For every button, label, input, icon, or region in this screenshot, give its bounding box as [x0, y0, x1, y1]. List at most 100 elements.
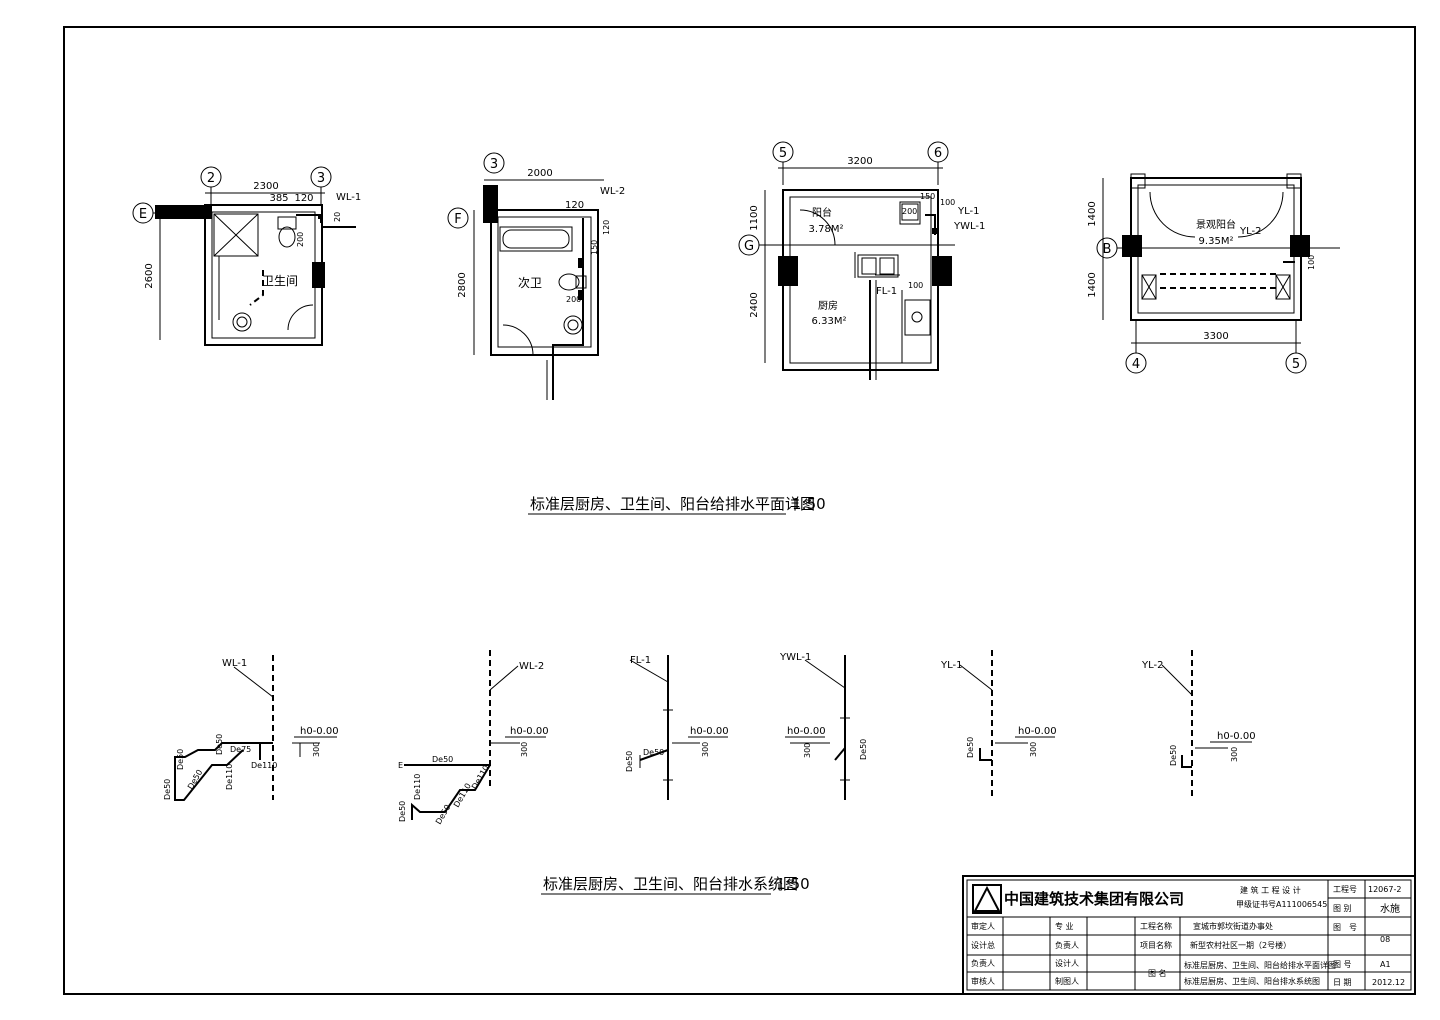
area-balcony: 3.78M² [809, 224, 844, 235]
axis-label-6: 6 [934, 146, 942, 161]
drop-yl-1: 300 [1029, 742, 1038, 757]
discipline: 水施 [1380, 902, 1400, 915]
dim-3200: 3200 [847, 156, 872, 167]
de50-d-wl-1: De50 [215, 734, 224, 755]
dim-2000: 2000 [527, 168, 552, 179]
de50-b-wl-1: De50 [163, 779, 172, 800]
elev-wl-2: h0-0.00 [510, 726, 549, 737]
de110-c-wl-2: De110 [470, 764, 491, 791]
de50-yl-1: De50 [966, 737, 975, 758]
dim-1400b: 1400 [1087, 272, 1098, 297]
axis-label-g: G [744, 239, 754, 254]
sheet-border [63, 26, 1416, 995]
riser-fl-1: FL-1 [876, 286, 897, 297]
room-bathroom: 卫生间 [262, 274, 298, 288]
system-yl-1: YL-1 h0-0.00 300 De50 [940, 650, 1057, 800]
dim-2800: 2800 [457, 272, 468, 297]
responsible-label: 负责人 [971, 958, 995, 968]
title-block: 中国建筑技术集团有限公司 建 筑 工 程 设 计 甲级证书号A111006545… [962, 875, 1416, 995]
dim-150c: 150 [920, 192, 935, 201]
de50-b-wl-2: De50 [398, 801, 407, 822]
de50-ywl-1: De50 [859, 739, 868, 760]
drawing-name-2: 标准层厨房、卫生间、阳台排水系统图 [1184, 976, 1320, 986]
sheet-no-label: 图 号 [1333, 923, 1357, 932]
de50-a-wl-1: De50 [176, 749, 185, 770]
de50-a-wl-2: De50 [432, 755, 453, 764]
design-qual-1: 建 筑 工 程 设 计 [1240, 885, 1301, 895]
de110-b-wl-1: De110 [251, 761, 277, 770]
major-label: 专 业 [1055, 921, 1074, 931]
dim-3300: 3300 [1203, 331, 1228, 342]
riser-yl-2: YL-2 [1239, 226, 1261, 237]
system-ywl-1: YWL-1 h0-0.00 300 De50 [779, 652, 868, 800]
approved-label: 审定人 [971, 921, 995, 931]
drop-wl-1: 300 [312, 742, 321, 757]
de50-c-wl-2: De50 [434, 803, 452, 826]
label-fl-1: FL-1 [630, 655, 651, 666]
riser-yl-1: YL-1 [957, 206, 979, 217]
lead-label: 负责人 [1055, 940, 1079, 950]
date-label: 日 期 [1333, 978, 1352, 987]
item-name-label: 项目名称 [1140, 940, 1172, 950]
dim-120: 120 [294, 193, 313, 204]
de110-a-wl-2: De110 [413, 774, 422, 800]
drafter-label: 制图人 [1055, 976, 1079, 986]
elev-wl-1: h0-0.00 [300, 726, 339, 737]
label-ywl-1: YWL-1 [779, 652, 811, 663]
reviewed-label: 审核人 [971, 976, 995, 986]
label-wl-1: WL-1 [222, 658, 247, 669]
dim-120a: 120 [565, 200, 584, 211]
dim-2400: 2400 [749, 292, 760, 317]
plan-title: 标准层厨房、卫生间、阳台给排水平面详图 [530, 495, 815, 513]
plan-scale: 1:50 [792, 495, 826, 513]
riser-ywl-1: YWL-1 [953, 221, 985, 232]
label-yl-1: YL-1 [940, 660, 962, 671]
plan-bathroom-2: 3 F 2000 WL-2 120 150 120 200 次卫 2800 [447, 152, 625, 400]
dim-100e: 100 [1307, 255, 1316, 270]
size: A1 [1380, 960, 1391, 969]
label-wl-2: WL-2 [519, 661, 544, 672]
system-wl-2: WL-2 E h0-0.00 300 De50 De110 De50 De50 … [398, 650, 549, 826]
project-name: 宣城市郭坎街道办事处 [1193, 921, 1273, 931]
dim-1100: 1100 [749, 205, 760, 230]
dim-385: 385 [269, 193, 288, 204]
size-label: 图 号 [1333, 960, 1352, 969]
dim-120b: 120 [602, 220, 611, 235]
drop-fl-1: 300 [701, 742, 710, 757]
axis-label-5b: 5 [1292, 357, 1300, 372]
dim-200c: 200 [902, 207, 917, 216]
checked-label: 设计总 [971, 940, 995, 950]
dim-200: 200 [296, 232, 305, 247]
dim-2600: 2600 [144, 263, 155, 288]
drop-ywl-1: 300 [803, 743, 812, 758]
room-second-bath: 次卫 [518, 276, 542, 290]
drawing-name-label: 图 名 [1148, 968, 1167, 978]
de75-wl-1: De75 [230, 745, 251, 754]
dim-200b: 200 [566, 295, 581, 304]
elev-yl-2: h0-0.00 [1217, 731, 1256, 742]
design-qual-2: 甲级证书号A111006545 [1236, 899, 1327, 909]
de50-b-fl-1: De50 [643, 748, 664, 757]
elev-fl-1: h0-0.00 [690, 726, 729, 737]
room-kitchen: 厨房 [818, 299, 838, 312]
system-yl-2: YL-2 h0-0.00 300 De50 [1141, 650, 1256, 800]
label-yl-2: YL-2 [1141, 660, 1163, 671]
sheet-no: 08 [1380, 935, 1390, 944]
dim-20: 20 [333, 212, 342, 222]
plan-kitchen-balcony: 5 6 G 3200 YL-1 YWL- [738, 141, 985, 380]
axis-label-3b: 3 [490, 157, 498, 172]
room-landscape-balcony: 景观阳台 [1196, 218, 1236, 231]
room-balcony: 阳台 [812, 206, 832, 219]
project-no-label: 工程号 [1333, 885, 1357, 894]
drop-yl-2: 300 [1230, 747, 1239, 762]
company-name: 中国建筑技术集团有限公司 [1004, 890, 1184, 908]
drawing-name-1: 标准层厨房、卫生间、阳台给排水平面详图 [1184, 960, 1336, 970]
marker-wl-2: E [398, 761, 403, 770]
system-wl-1: WL-1 h0-0.00 300 De50 De50 De50 De50 De7… [163, 655, 339, 801]
designer-label: 设计人 [1055, 958, 1079, 968]
system-title: 标准层厨房、卫生间、阳台排水系统图 [543, 875, 798, 893]
date: 2012.12 [1372, 978, 1405, 987]
axis-label-2: 2 [207, 171, 215, 186]
area-landscape-balcony: 9.35M² [1199, 236, 1234, 247]
elev-yl-1: h0-0.00 [1018, 726, 1057, 737]
